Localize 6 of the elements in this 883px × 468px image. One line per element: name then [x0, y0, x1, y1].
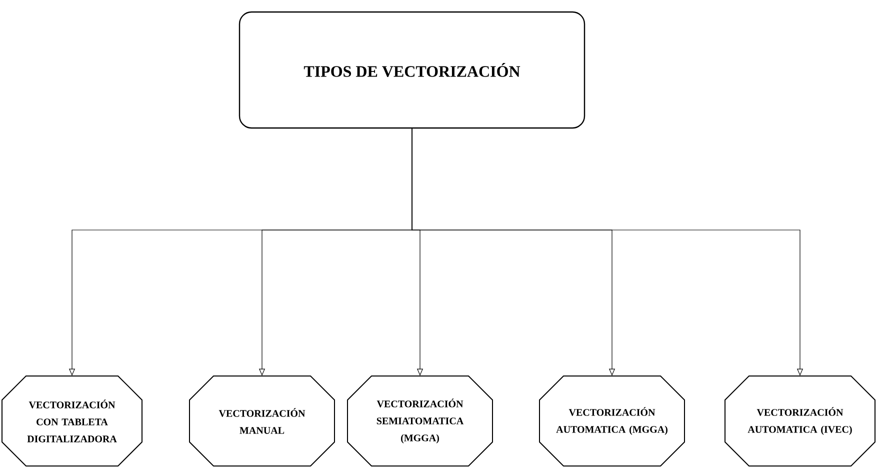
title-box: TIPOS DE VECTORIZACIÓN — [238, 11, 586, 129]
octagon-box: VECTORIZACIÓN CON TABLETA DIGITALIZADORA — [2, 376, 143, 466]
octagon-box: VECTORIZACIÓN AUTOMATICA (IVEC) — [724, 376, 876, 466]
octagon-box: VECTORIZACIÓN AUTOMATICA (MGGA) — [539, 376, 685, 466]
octagon-box: VECTORIZACIÓN MANUAL — [189, 376, 335, 466]
octagon-box: VECTORIZACIÓN SEMIATOMATICA (MGGA) — [347, 376, 493, 466]
